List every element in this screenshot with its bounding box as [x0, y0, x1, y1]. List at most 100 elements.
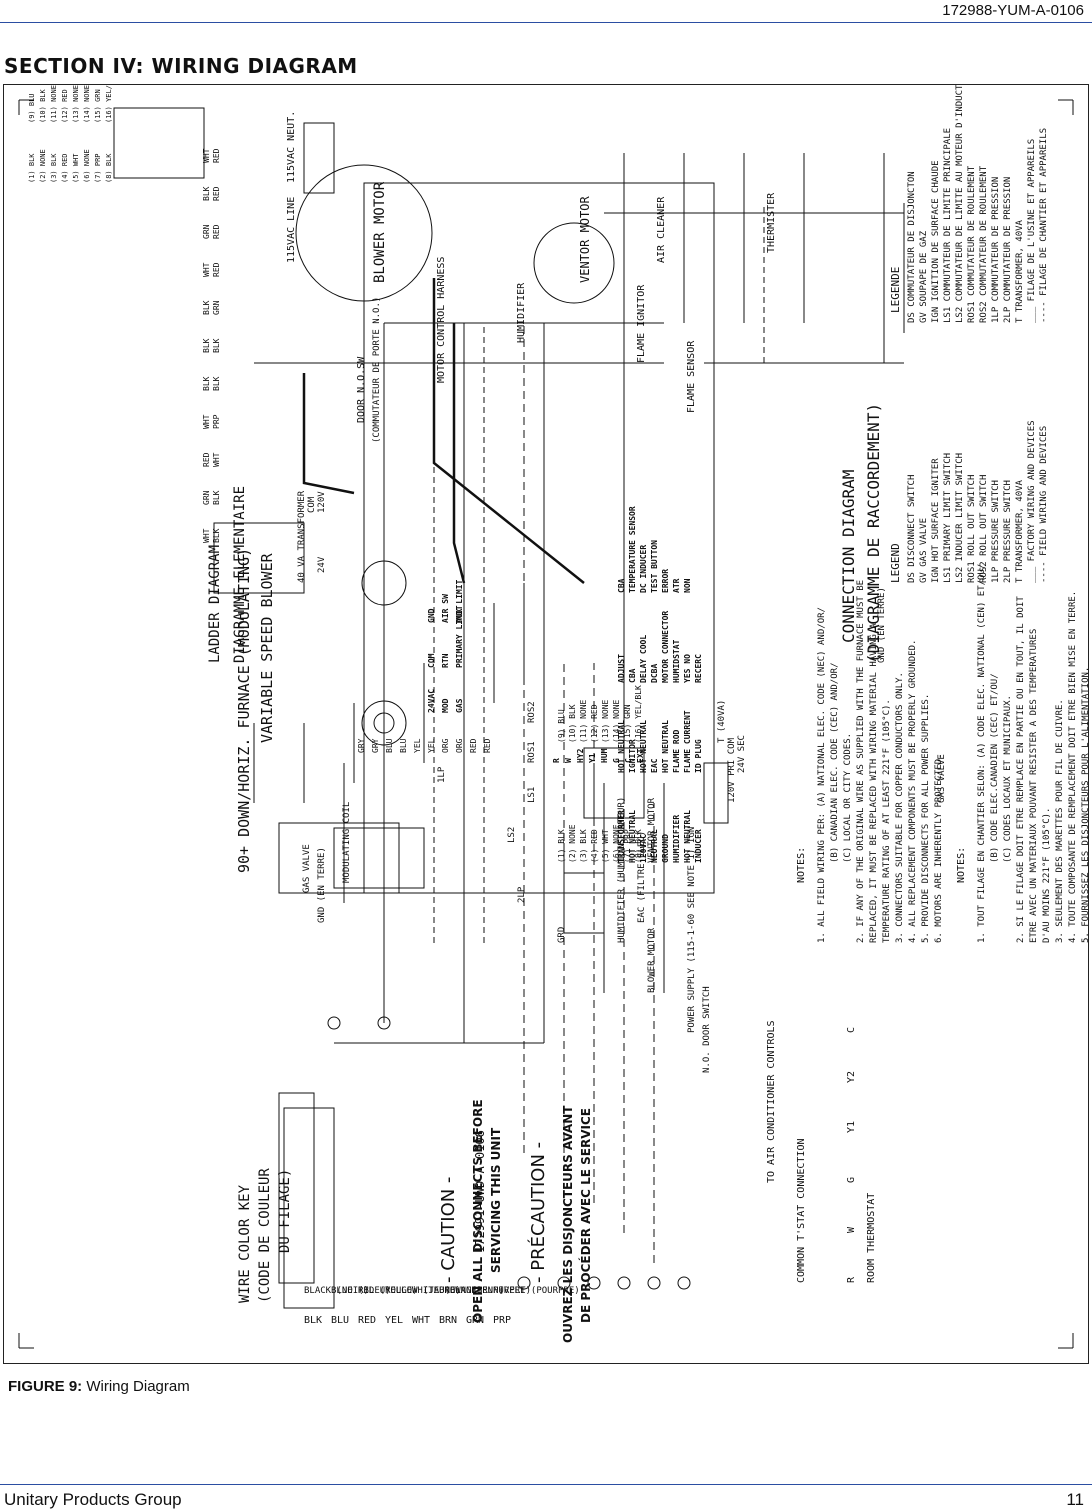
- plug-pin-label: (2) NONE: [568, 824, 577, 863]
- color-key-code: BLK: [304, 1315, 322, 1326]
- transformer-symbol: [213, 522, 305, 594]
- ladder-eac: EAC (FILTRE ELEC): [637, 831, 647, 923]
- lp1-label: 1LP: [437, 766, 447, 783]
- ls2-label: LS2: [507, 827, 517, 843]
- wire-label: BLK: [202, 338, 211, 353]
- note-item: TEMPERATURE RATING OF AT LEAST 221°F (10…: [882, 699, 892, 943]
- corner-mark: [1058, 1333, 1074, 1349]
- furnace-title: 90+ DOWN/HORIZ. FURNACE (MODULATING): [235, 548, 253, 873]
- legend-item: 2LP PRESSURE SWITCH: [1003, 480, 1013, 583]
- wire-label: WHT: [212, 452, 221, 467]
- blower-plug-pin-label: (1) BLK: [28, 153, 36, 183]
- board-label: EAC: [650, 758, 659, 773]
- wire-label: YEL: [427, 738, 436, 753]
- blower-plug-pin-label: (6) NONE: [83, 149, 91, 183]
- plug-pin-label: (6) NONE: [612, 824, 621, 863]
- wire-label: RED: [469, 738, 478, 753]
- precaution-line-1: OUVREZ LES DISJONCTEURS AVANT: [561, 1105, 575, 1343]
- board-label: ERROR: [661, 569, 670, 593]
- legend-item: LS2 INDUCER LIMIT SWITCH: [955, 453, 965, 583]
- ros2-label: ROS2: [527, 701, 537, 723]
- drawing-number: 172991-UWD-A-0106: [473, 1130, 487, 1253]
- note-fr-item: ETRE AVEC UN MATERIAUX POUVANT RESISTER …: [1029, 629, 1039, 943]
- board-label: INDUCER: [694, 829, 703, 863]
- legend-item: ROS2 ROLL OUT SWITCH: [979, 475, 989, 583]
- ladder-ign: IGN: [687, 827, 697, 843]
- blower-plug-pin-label: (4) RED: [61, 153, 69, 183]
- wire-label: BLK: [212, 490, 221, 505]
- motor-control-harness-label: MOTOR CONTROL HARNESS: [436, 257, 447, 383]
- note-fr-item: (C) CODES LOCAUX ET MUNICIPAUX.: [1003, 695, 1013, 863]
- wire-label: GRN: [212, 300, 221, 315]
- wire-label: ORG: [441, 738, 450, 753]
- color-key-name: YELLOW (JAUNE): [385, 1286, 461, 1296]
- color-key-code: RED: [358, 1315, 376, 1326]
- wire-label: GRN: [202, 490, 211, 505]
- wire-label: BLK: [212, 528, 221, 543]
- color-key-name: BLUE (BLEU): [331, 1286, 391, 1296]
- board-label: HOT NEUTRAL: [639, 720, 648, 773]
- connection-diagram-title-fr: (DIAGRAMME DE RACCORDEMENT): [864, 403, 883, 663]
- grd-label: GRD: [557, 927, 567, 943]
- line-label: 115VAC LINE: [286, 197, 297, 263]
- plug-pin-label: (1) BLK: [557, 829, 566, 863]
- door-switch-fr-label: (COMMUTATEUR DE PORTE N.O.): [372, 297, 382, 443]
- note-fr-item: (B) CODE ELEC.CANADIEN (CEC) ET/OU/: [990, 673, 1000, 863]
- room-thermostat-label: ROOM THERMOSTAT: [866, 1193, 877, 1283]
- legend-item: ROS1 ROLL OUT SWITCH: [967, 475, 977, 583]
- legend-item: ---- FIELD WIRING AND DEVICES: [1039, 426, 1049, 583]
- figure-caption-text: Wiring Diagram: [86, 1378, 190, 1395]
- board-label: HOT NEUTRAL: [661, 720, 670, 773]
- blower-plug-pin-label: (5) WHT: [72, 153, 80, 183]
- wire-label: WHT: [202, 414, 211, 429]
- board-label: HUMIDSTAT: [672, 639, 681, 683]
- blower-plug-pin-label: (16) YEL/BLK: [105, 85, 113, 123]
- modulating-coil-label: MODULATING COIL: [342, 802, 352, 883]
- plug-pin-label: (13) NONE: [601, 699, 610, 743]
- precaution-title: - PRÉCAUTION -: [527, 1142, 549, 1283]
- legend-item: GV GAS VALVE: [919, 518, 929, 583]
- color-key-title-3: DU FILAGE): [277, 1169, 293, 1253]
- legend-item: T TRANSFORMER, 40VA: [1015, 479, 1025, 583]
- legend-fr-item: IGN IGNITION DE SURFACE CHAUDE: [931, 160, 941, 323]
- legend-fr-item: ---- FILAGE DE CHANTIER ET APPAREILS: [1039, 128, 1049, 323]
- board-label: CBA: [617, 578, 626, 593]
- note-fr-item: D'AU MOINS 221°F (105°C).: [1042, 808, 1052, 943]
- note-fr-item: 5. FOURNISSEZ LES DISJONCTEURS POUR L'AL…: [1081, 667, 1088, 943]
- legend-fr-item: 1LP COMMUTATEUR DE PRESSION: [991, 177, 1001, 323]
- board-connector-label: MOD: [441, 698, 450, 713]
- wire-color-key: [278, 1092, 315, 1284]
- wire-label: GRY: [357, 738, 366, 753]
- blower-plug-pin-label: (7) PRP: [94, 153, 102, 183]
- plug-pin-label: (9) BLU: [557, 709, 566, 743]
- wire-label: WHT: [202, 528, 211, 543]
- plug-pin-label: (14) NONE: [612, 699, 621, 743]
- note-item: 6. MOTORS ARE INHERENTLY PROTECTED.: [934, 753, 944, 943]
- neutral-label: 115VAC NEUT.: [286, 111, 297, 183]
- board-label: TRANSFORMER: [617, 810, 626, 863]
- board-label: DC INDUCER: [639, 545, 648, 593]
- plug-pin-label: (4) RED: [590, 829, 599, 863]
- harness-wire: [452, 323, 466, 584]
- notes-title: NOTES:: [796, 847, 807, 883]
- note-item: 4. ALL REPLACEMENT COMPONENTS MUST BE PR…: [908, 640, 918, 943]
- ros1-label: ROS1: [527, 741, 537, 763]
- blower-terminal-block: [113, 107, 205, 179]
- note-fr-item: 2. SI LE FILAGE DOIT ETRE REMPLACE EN PA…: [1016, 596, 1026, 943]
- transformer-24v: 24V: [317, 556, 327, 573]
- blower-plug-pin-label: (15) GRN: [94, 89, 102, 123]
- ladder-blower-motor: BLOWER MOTOR: [647, 927, 657, 993]
- legend-fr-item: 2LP COMMUTATEUR DE PRESSION: [1003, 177, 1013, 323]
- legend-item: LS1 PRIMARY LIMIT SWITCH: [943, 453, 953, 583]
- legend-item: 1LP PRESSURE SWITCH: [991, 480, 1001, 583]
- blower-plug: [303, 122, 335, 194]
- wire-label: BLK: [212, 376, 221, 391]
- board-label: DELAY COOL: [639, 635, 648, 683]
- lp2-label: 2LP: [517, 886, 527, 903]
- wire-label: BLU: [399, 738, 408, 753]
- note-fr-item: 4. TOUTE COMPOSANTE DE REMPLACEMENT DOIT…: [1068, 591, 1078, 943]
- section-title: SECTION IV: WIRING DIAGRAM: [4, 54, 358, 78]
- board-label: 120VAC: [639, 834, 648, 863]
- board-label: DCBA: [650, 664, 659, 683]
- board-terminal-label: EXT: [636, 748, 645, 763]
